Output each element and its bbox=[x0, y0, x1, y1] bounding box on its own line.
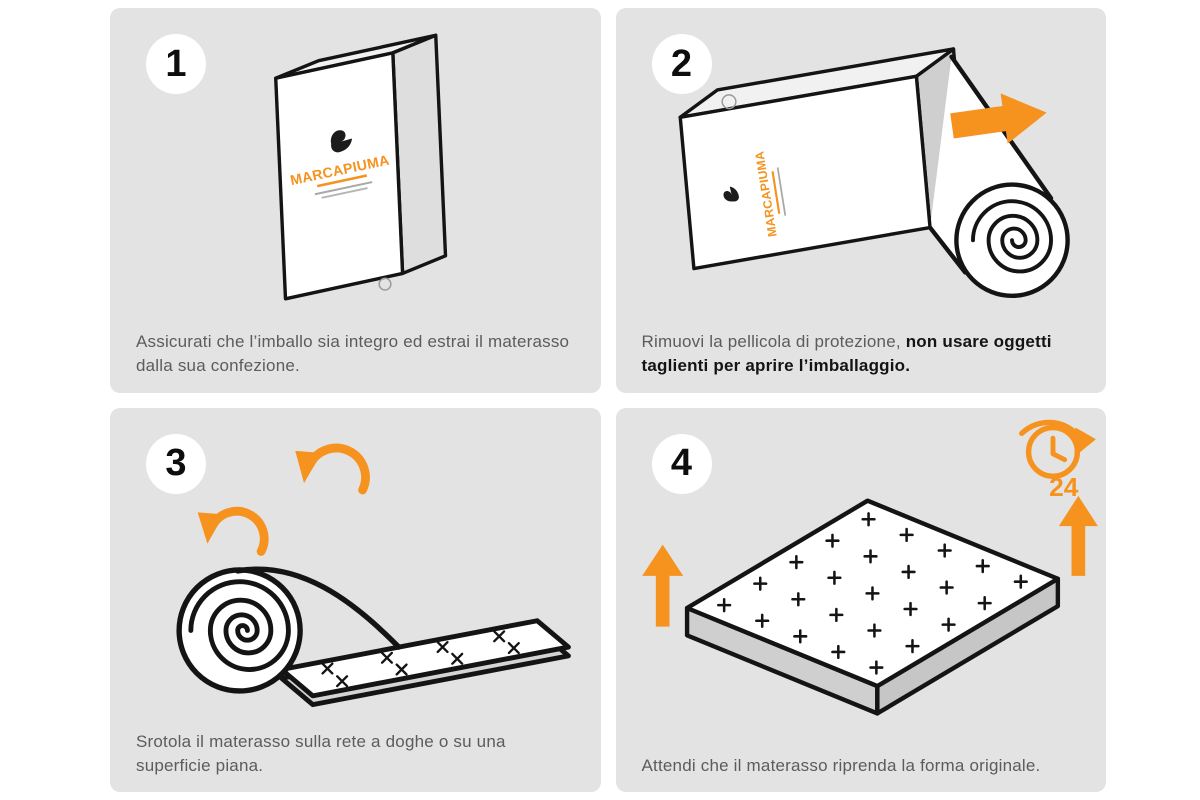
step-panel-2: 2 MARCAPIUMA bbox=[615, 8, 1106, 393]
step-number-badge: 3 bbox=[146, 433, 206, 494]
unrolling-layer-curve bbox=[234, 566, 402, 650]
roll-spiral bbox=[188, 578, 291, 672]
caption-text: Assicurati che l’imballo sia integro ed … bbox=[136, 332, 570, 376]
box-front-face bbox=[678, 74, 932, 271]
step-number: 1 bbox=[165, 42, 187, 85]
step-caption: Assicurati che l’imballo sia integro ed … bbox=[136, 330, 585, 378]
expand-up-arrow-icon bbox=[641, 544, 683, 627]
step-number-badge: 2 bbox=[651, 34, 712, 94]
unrolling-mattress-illustration bbox=[176, 443, 571, 707]
expanded-mattress-illustration: 24 bbox=[641, 419, 1098, 716]
box-front-face bbox=[274, 51, 405, 301]
rotate-arrow-head bbox=[295, 450, 322, 483]
step-number: 3 bbox=[165, 442, 187, 484]
fine-print-bar bbox=[776, 167, 786, 216]
step-number: 4 bbox=[670, 442, 693, 484]
step-caption: Srotola il materasso sulla rete a doghe … bbox=[136, 730, 585, 778]
packaging-mark-icon bbox=[720, 94, 737, 110]
pull-out-arrow-icon bbox=[949, 93, 1047, 144]
caption-text: Rimuovi la pellicola di protezione, bbox=[641, 332, 906, 352]
brand-bird-icon bbox=[330, 130, 352, 153]
steps-grid: 1 MARCAPIUMA Assicurati che l’imballo si… bbox=[110, 8, 1106, 792]
caption-warning-text: non usare oggetti taglienti per aprire l… bbox=[641, 332, 1052, 376]
step-caption: Rimuovi la pellicola di protezione, non … bbox=[642, 330, 1091, 378]
step-panel-4: 4 24 Attend bbox=[615, 407, 1106, 792]
clock-hands bbox=[1050, 435, 1067, 462]
expand-up-arrow-icon bbox=[1058, 495, 1098, 576]
box-extraction-illustration: MARCAPIUMA bbox=[678, 47, 1070, 299]
roll-lower-edge bbox=[927, 225, 967, 275]
step-number-badge: 1 bbox=[146, 34, 206, 94]
brand-tagline-bar bbox=[770, 171, 780, 214]
hours-label: 24 bbox=[1049, 471, 1079, 501]
rotate-arrow-head bbox=[197, 511, 225, 544]
step-number-badge: 4 bbox=[651, 433, 712, 494]
clock-arrow-head bbox=[1073, 427, 1096, 457]
fine-print-bar bbox=[321, 187, 368, 199]
brand-bird-icon bbox=[723, 186, 739, 202]
step-number: 2 bbox=[670, 42, 693, 85]
quilting-x-marks bbox=[321, 629, 520, 687]
caption-text: Attendi che il materasso riprenda la for… bbox=[641, 755, 1041, 775]
quilting-plus-marks bbox=[716, 511, 1028, 675]
clock-24h-icon: 24 bbox=[1018, 419, 1096, 501]
roll-spiral bbox=[970, 199, 1053, 274]
packaging-mark-icon bbox=[378, 277, 392, 291]
step-caption: Attendi che il materasso riprenda la for… bbox=[642, 754, 1091, 778]
sealed-upright-box-illustration: MARCAPIUMA bbox=[274, 33, 448, 301]
caption-text: Srotola il materasso sulla rete a doghe … bbox=[136, 731, 506, 775]
step-panel-1: 1 MARCAPIUMA Assicurati che l’imballo si… bbox=[110, 8, 601, 393]
step-panel-3: 3 Srotola il materasso sulla rete a dogh… bbox=[110, 407, 601, 792]
fine-print-bar bbox=[314, 181, 373, 196]
brand-tagline-bar bbox=[316, 174, 368, 188]
